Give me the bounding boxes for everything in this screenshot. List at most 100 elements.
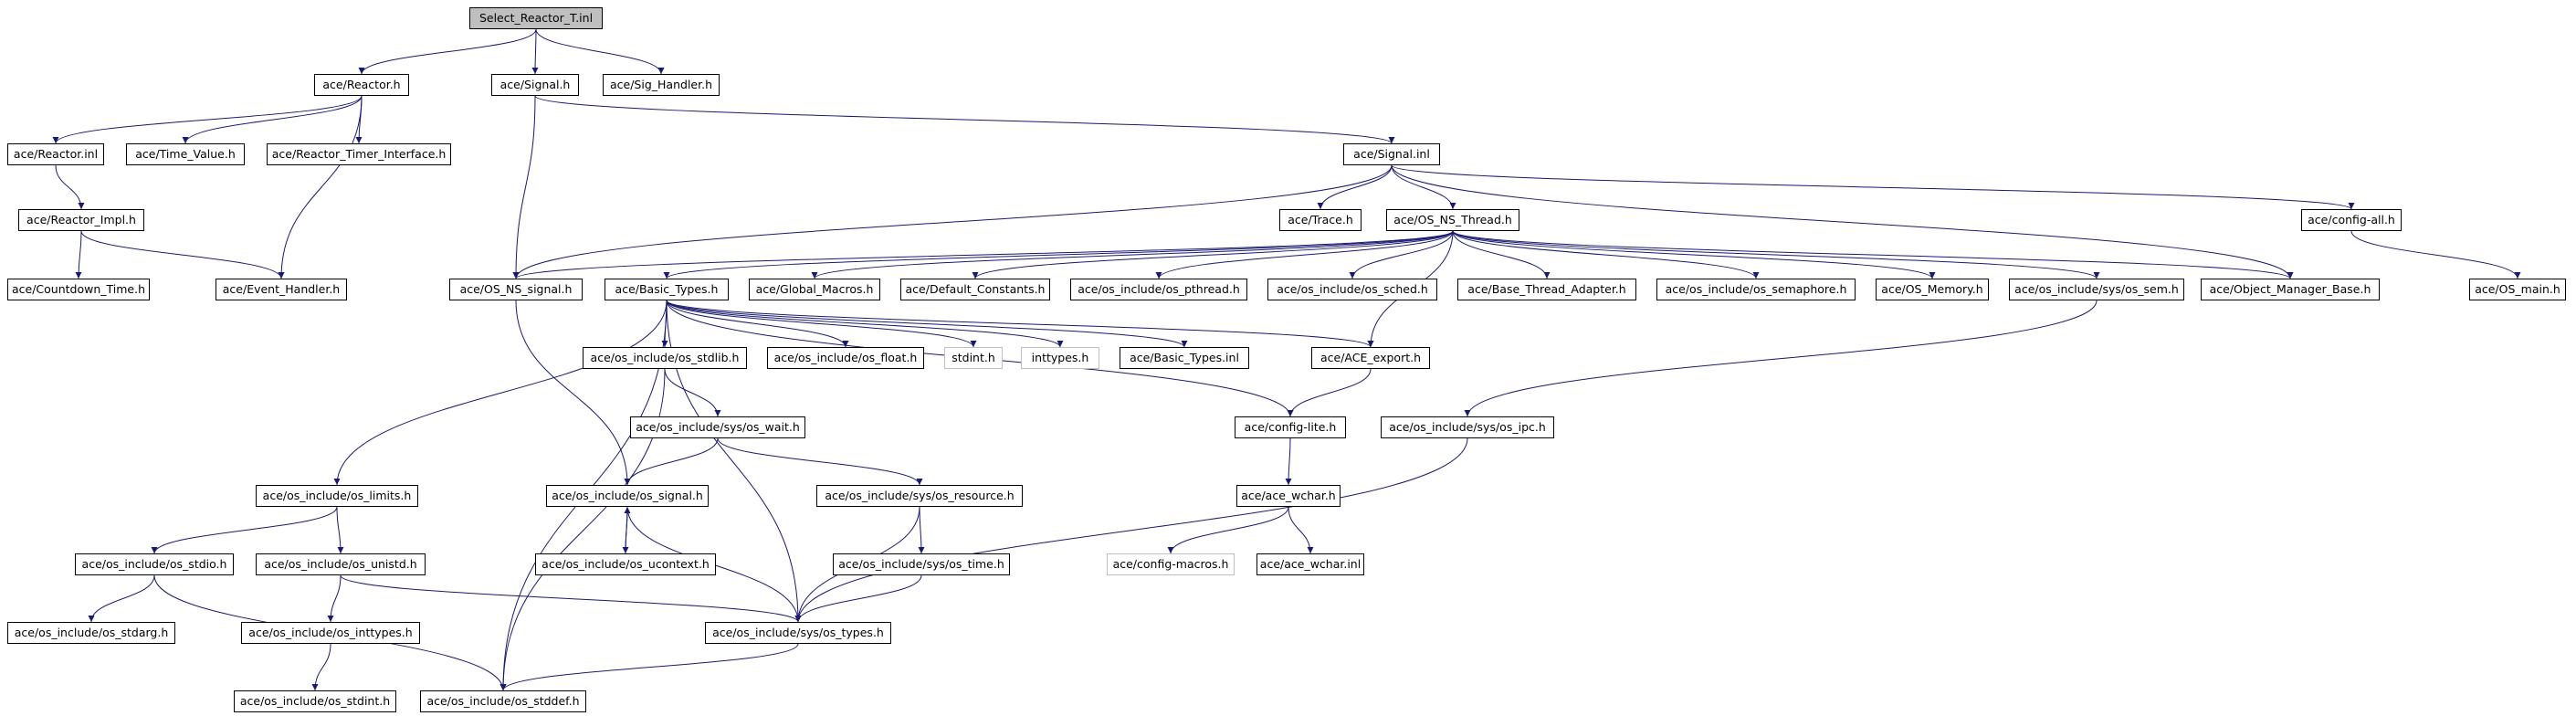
node-inttypes-h[interactable]: inttypes.h bbox=[1021, 347, 1099, 369]
edge-ace_wchar_h-to-ace_wchar_inl bbox=[1288, 506, 1314, 554]
node-os-pthread-h[interactable]: ace/os_include/os_pthread.h bbox=[1070, 279, 1247, 300]
node-root[interactable]: Select_Reactor_T.inl bbox=[469, 7, 603, 29]
node-os-stdlib-h[interactable]: ace/os_include/os_stdlib.h bbox=[583, 347, 747, 369]
edge-reactor_impl_h-to-event_handler_h bbox=[80, 230, 285, 279]
node-time-value-h[interactable]: ace/Time_Value.h bbox=[126, 143, 245, 165]
node-os-ns-thread-h[interactable]: ace/OS_NS_Thread.h bbox=[1386, 209, 1519, 231]
node-ace-wchar-h[interactable]: ace/ace_wchar.h bbox=[1236, 485, 1341, 507]
node-ace-wchar-inl[interactable]: ace/ace_wchar.inl bbox=[1256, 553, 1364, 575]
node-trace-h[interactable]: ace/Trace.h bbox=[1279, 209, 1362, 231]
edge-os_inttypes_h-to-os_stdint_h bbox=[311, 643, 331, 691]
edge-sys_os_types_h-to-os_stddef_h bbox=[499, 643, 799, 691]
edge-os_stdio_h-to-os_stdarg_h bbox=[88, 574, 155, 623]
node-os-ucontext-h[interactable]: ace/os_include/os_ucontext.h bbox=[535, 553, 716, 575]
edge-os_ns_signal_h-to-os_signal_h bbox=[515, 300, 631, 486]
edge-os_ns_thread_h-to-os_semaphore_h bbox=[1452, 230, 1760, 279]
edge-signal_inl-to-os_ns_thread_h bbox=[1391, 164, 1456, 210]
node-os-main-h[interactable]: ace/OS_main.h bbox=[2469, 279, 2566, 300]
edge-sys_os_sem_h-to-sys_os_ipc_h bbox=[1464, 300, 2098, 417]
edge-sys_os_ipc_h-to-sys_os_types_h bbox=[794, 437, 1468, 623]
edge-os_limits_h-to-os_stdio_h bbox=[151, 506, 338, 554]
edge-signal_h-to-signal_inl bbox=[534, 95, 1395, 144]
edge-os_ns_thread_h-to-os_ns_signal_h bbox=[512, 230, 1454, 279]
edge-reactor_impl_h-to-countdown_time_h bbox=[75, 230, 82, 279]
node-os-stdint-h[interactable]: ace/os_include/os_stdint.h bbox=[234, 690, 396, 712]
node-stdint-h[interactable]: stdint.h bbox=[944, 347, 1003, 369]
node-reactor-h[interactable]: ace/Reactor.h bbox=[314, 74, 409, 96]
node-reactor-timer-interface-h[interactable]: ace/Reactor_Timer_Interface.h bbox=[267, 143, 451, 165]
edge-os_ns_thread_h-to-os_sched_h bbox=[1349, 230, 1454, 279]
edge-os_ns_thread_h-to-os_pthread_h bbox=[1155, 230, 1454, 279]
edge-reactor_h-to-time_value_h bbox=[182, 95, 363, 144]
edge-os_ns_thread_h-to-default_constants_h bbox=[972, 230, 1454, 279]
edge-root-to-sig_handler_h bbox=[535, 28, 665, 75]
edge-ace_wchar_h-to-config_macros_h bbox=[1167, 506, 1289, 554]
node-os-inttypes-h[interactable]: ace/os_include/os_inttypes.h bbox=[241, 622, 420, 644]
node-os-semaphore-h[interactable]: ace/os_include/os_semaphore.h bbox=[1656, 279, 1856, 300]
node-os-ns-signal-h[interactable]: ace/OS_NS_signal.h bbox=[449, 279, 583, 300]
node-ace-export-h[interactable]: ace/ACE_export.h bbox=[1311, 347, 1430, 369]
edge-os_limits_h-to-os_unistd_h bbox=[336, 506, 344, 554]
node-sys-os-ipc-h[interactable]: ace/os_include/sys/os_ipc.h bbox=[1381, 416, 1554, 438]
edge-sys_os_wait_h-to-os_signal_h bbox=[624, 437, 719, 486]
node-sys-os-types-h[interactable]: ace/os_include/sys/os_types.h bbox=[705, 622, 891, 644]
node-config-all-h[interactable]: ace/config-all.h bbox=[2301, 209, 2402, 231]
node-global-macros-h[interactable]: ace/Global_Macros.h bbox=[749, 279, 880, 300]
node-os-stdarg-h[interactable]: ace/os_include/os_stdarg.h bbox=[7, 622, 175, 644]
edge-signal_inl-to-object_manager_base_h bbox=[1391, 164, 2294, 279]
edge-basic_types_h-to-os_float_h bbox=[666, 300, 849, 348]
edge-os_ns_thread_h-to-sys_os_sem_h bbox=[1452, 230, 2100, 279]
edge-config_all_h-to-os_main_h bbox=[2350, 230, 2521, 279]
edge-sys_os_wait_h-to-sys_os_resource_h bbox=[717, 437, 923, 486]
node-config-lite-h[interactable]: ace/config-lite.h bbox=[1235, 416, 1346, 438]
edge-os_stdlib_h-to-sys_os_wait_h bbox=[664, 368, 721, 417]
node-base-thread-adapter-h[interactable]: ace/Base_Thread_Adapter.h bbox=[1457, 279, 1636, 300]
node-config-macros-h[interactable]: ace/config-macros.h bbox=[1107, 553, 1235, 575]
node-os-memory-h[interactable]: ace/OS_Memory.h bbox=[1876, 279, 1989, 300]
node-os-limits-h[interactable]: ace/os_include/os_limits.h bbox=[256, 485, 418, 507]
edge-os_ns_thread_h-to-base_thread_adapter_h bbox=[1452, 230, 1551, 279]
node-os-sched-h[interactable]: ace/os_include/os_sched.h bbox=[1267, 279, 1437, 300]
edge-reactor_h-to-reactor_inl bbox=[52, 95, 363, 144]
node-os-stdio-h[interactable]: ace/os_include/os_stdio.h bbox=[75, 553, 234, 575]
node-os-signal-h[interactable]: ace/os_include/os_signal.h bbox=[546, 485, 709, 507]
edge-os_ns_thread_h-to-basic_types_h bbox=[663, 230, 1454, 279]
node-signal-h[interactable]: ace/Signal.h bbox=[491, 74, 579, 96]
edge-basic_types_h-to-ace_export_h bbox=[666, 300, 1374, 348]
edge-config_lite_h-to-ace_wchar_h bbox=[1285, 437, 1292, 486]
edge-reactor_inl-to-reactor_impl_h bbox=[55, 164, 85, 210]
edge-sys_os_resource_h-to-sys_os_time_h bbox=[918, 506, 925, 554]
node-signal-inl[interactable]: ace/Signal.inl bbox=[1343, 143, 1440, 165]
node-reactor-inl[interactable]: ace/Reactor.inl bbox=[7, 143, 104, 165]
edge-os_unistd_h-to-sys_os_types_h bbox=[340, 574, 802, 623]
edge-root-to-reactor_h bbox=[358, 28, 537, 75]
node-sys-os-sem-h[interactable]: ace/os_include/sys/os_sem.h bbox=[2009, 279, 2184, 300]
node-os-stddef-h[interactable]: ace/os_include/os_stddef.h bbox=[420, 690, 586, 712]
node-sys-os-resource-h[interactable]: ace/os_include/sys/os_resource.h bbox=[816, 485, 1023, 507]
edge-signal_h-to-os_ns_signal_h bbox=[512, 95, 536, 279]
edge-signal_inl-to-trace_h bbox=[1317, 164, 1393, 210]
node-object-manager-base-h[interactable]: ace/Object_Manager_Base.h bbox=[2201, 279, 2380, 300]
edge-signal_inl-to-config_all_h bbox=[1391, 164, 2355, 210]
edge-basic_types_h-to-os_limits_h bbox=[333, 300, 668, 486]
node-basic-types-inl[interactable]: ace/Basic_Types.inl bbox=[1120, 347, 1249, 369]
node-sys-os-time-h[interactable]: ace/os_include/sys/os_time.h bbox=[833, 553, 1010, 575]
edge-reactor_h-to-event_handler_h bbox=[278, 95, 363, 279]
edge-os_ns_thread_h-to-object_manager_base_h bbox=[1452, 230, 2294, 279]
node-countdown-time-h[interactable]: ace/Countdown_Time.h bbox=[7, 279, 150, 300]
node-basic-types-h[interactable]: ace/Basic_Types.h bbox=[605, 279, 729, 300]
node-default-constants-h[interactable]: ace/Default_Constants.h bbox=[900, 279, 1050, 300]
edge-basic_types_h-to-inttypes_h bbox=[666, 300, 1064, 348]
node-reactor-impl-h[interactable]: ace/Reactor_Impl.h bbox=[18, 209, 144, 231]
edge-basic_types_h-to-stdint_h bbox=[666, 300, 977, 348]
node-sig-handler-h[interactable]: ace/Sig_Handler.h bbox=[603, 74, 720, 96]
edge-os_unistd_h-to-os_inttypes_h bbox=[327, 574, 342, 623]
node-event-handler-h[interactable]: ace/Event_Handler.h bbox=[216, 279, 347, 300]
edge-root-to-signal_h bbox=[531, 28, 539, 75]
node-os-float-h[interactable]: ace/os_include/os_float.h bbox=[767, 347, 924, 369]
edge-os_ns_thread_h-to-global_macros_h bbox=[811, 230, 1454, 279]
node-sys-os-wait-h[interactable]: ace/os_include/sys/os_wait.h bbox=[630, 416, 805, 438]
node-os-unistd-h[interactable]: ace/os_include/os_unistd.h bbox=[256, 553, 426, 575]
edge-signal_inl-to-os_ns_signal_h bbox=[512, 164, 1393, 279]
